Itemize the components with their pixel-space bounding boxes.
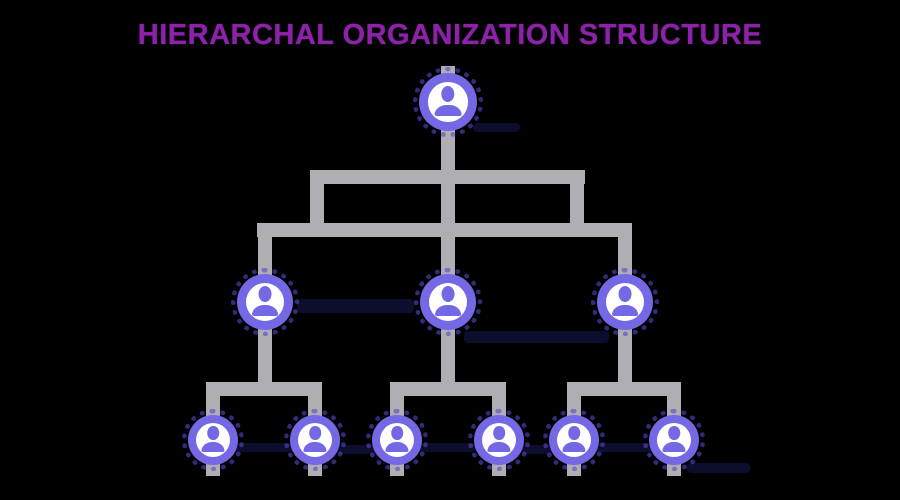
shadow-band [594, 443, 653, 452]
org-node-employee-2 [284, 409, 346, 471]
connector-upper-left-drop [310, 170, 324, 237]
shadow-band [297, 299, 414, 313]
person-icon [380, 423, 414, 457]
org-node-manager-1 [231, 268, 299, 336]
shadow-band [233, 443, 293, 452]
org-node-manager-3 [591, 268, 659, 336]
shadow-band [522, 445, 560, 454]
shadow-band [473, 123, 520, 132]
connector-bracket-2 [390, 382, 506, 396]
connector-bracket-1 [206, 382, 322, 396]
shadow-band [336, 445, 379, 454]
shadow-band [687, 463, 750, 473]
shadow-band [417, 443, 476, 452]
person-icon [428, 282, 468, 322]
person-icon [605, 282, 645, 322]
diagram-title: HIERARCHAL ORGANIZATION STRUCTURE [137, 19, 763, 51]
person-icon [557, 423, 591, 457]
connector-upper-right-drop [570, 170, 584, 237]
org-node-employee-5 [543, 409, 605, 471]
connector-lower-horizontal [257, 223, 632, 237]
org-node-employee-1 [182, 409, 244, 471]
org-node-manager-2 [414, 268, 482, 336]
person-icon [657, 423, 691, 457]
person-icon [245, 282, 285, 322]
person-icon [298, 423, 332, 457]
org-node-root [413, 67, 483, 137]
person-icon [428, 82, 468, 122]
org-node-employee-4 [468, 409, 530, 471]
connector-bracket-3 [567, 382, 681, 396]
org-node-employee-3 [366, 409, 428, 471]
connector-upper-horizontal [310, 170, 585, 184]
org-node-employee-6 [643, 409, 705, 471]
person-icon [482, 423, 516, 457]
shadow-band [464, 331, 609, 343]
person-icon [196, 423, 230, 457]
